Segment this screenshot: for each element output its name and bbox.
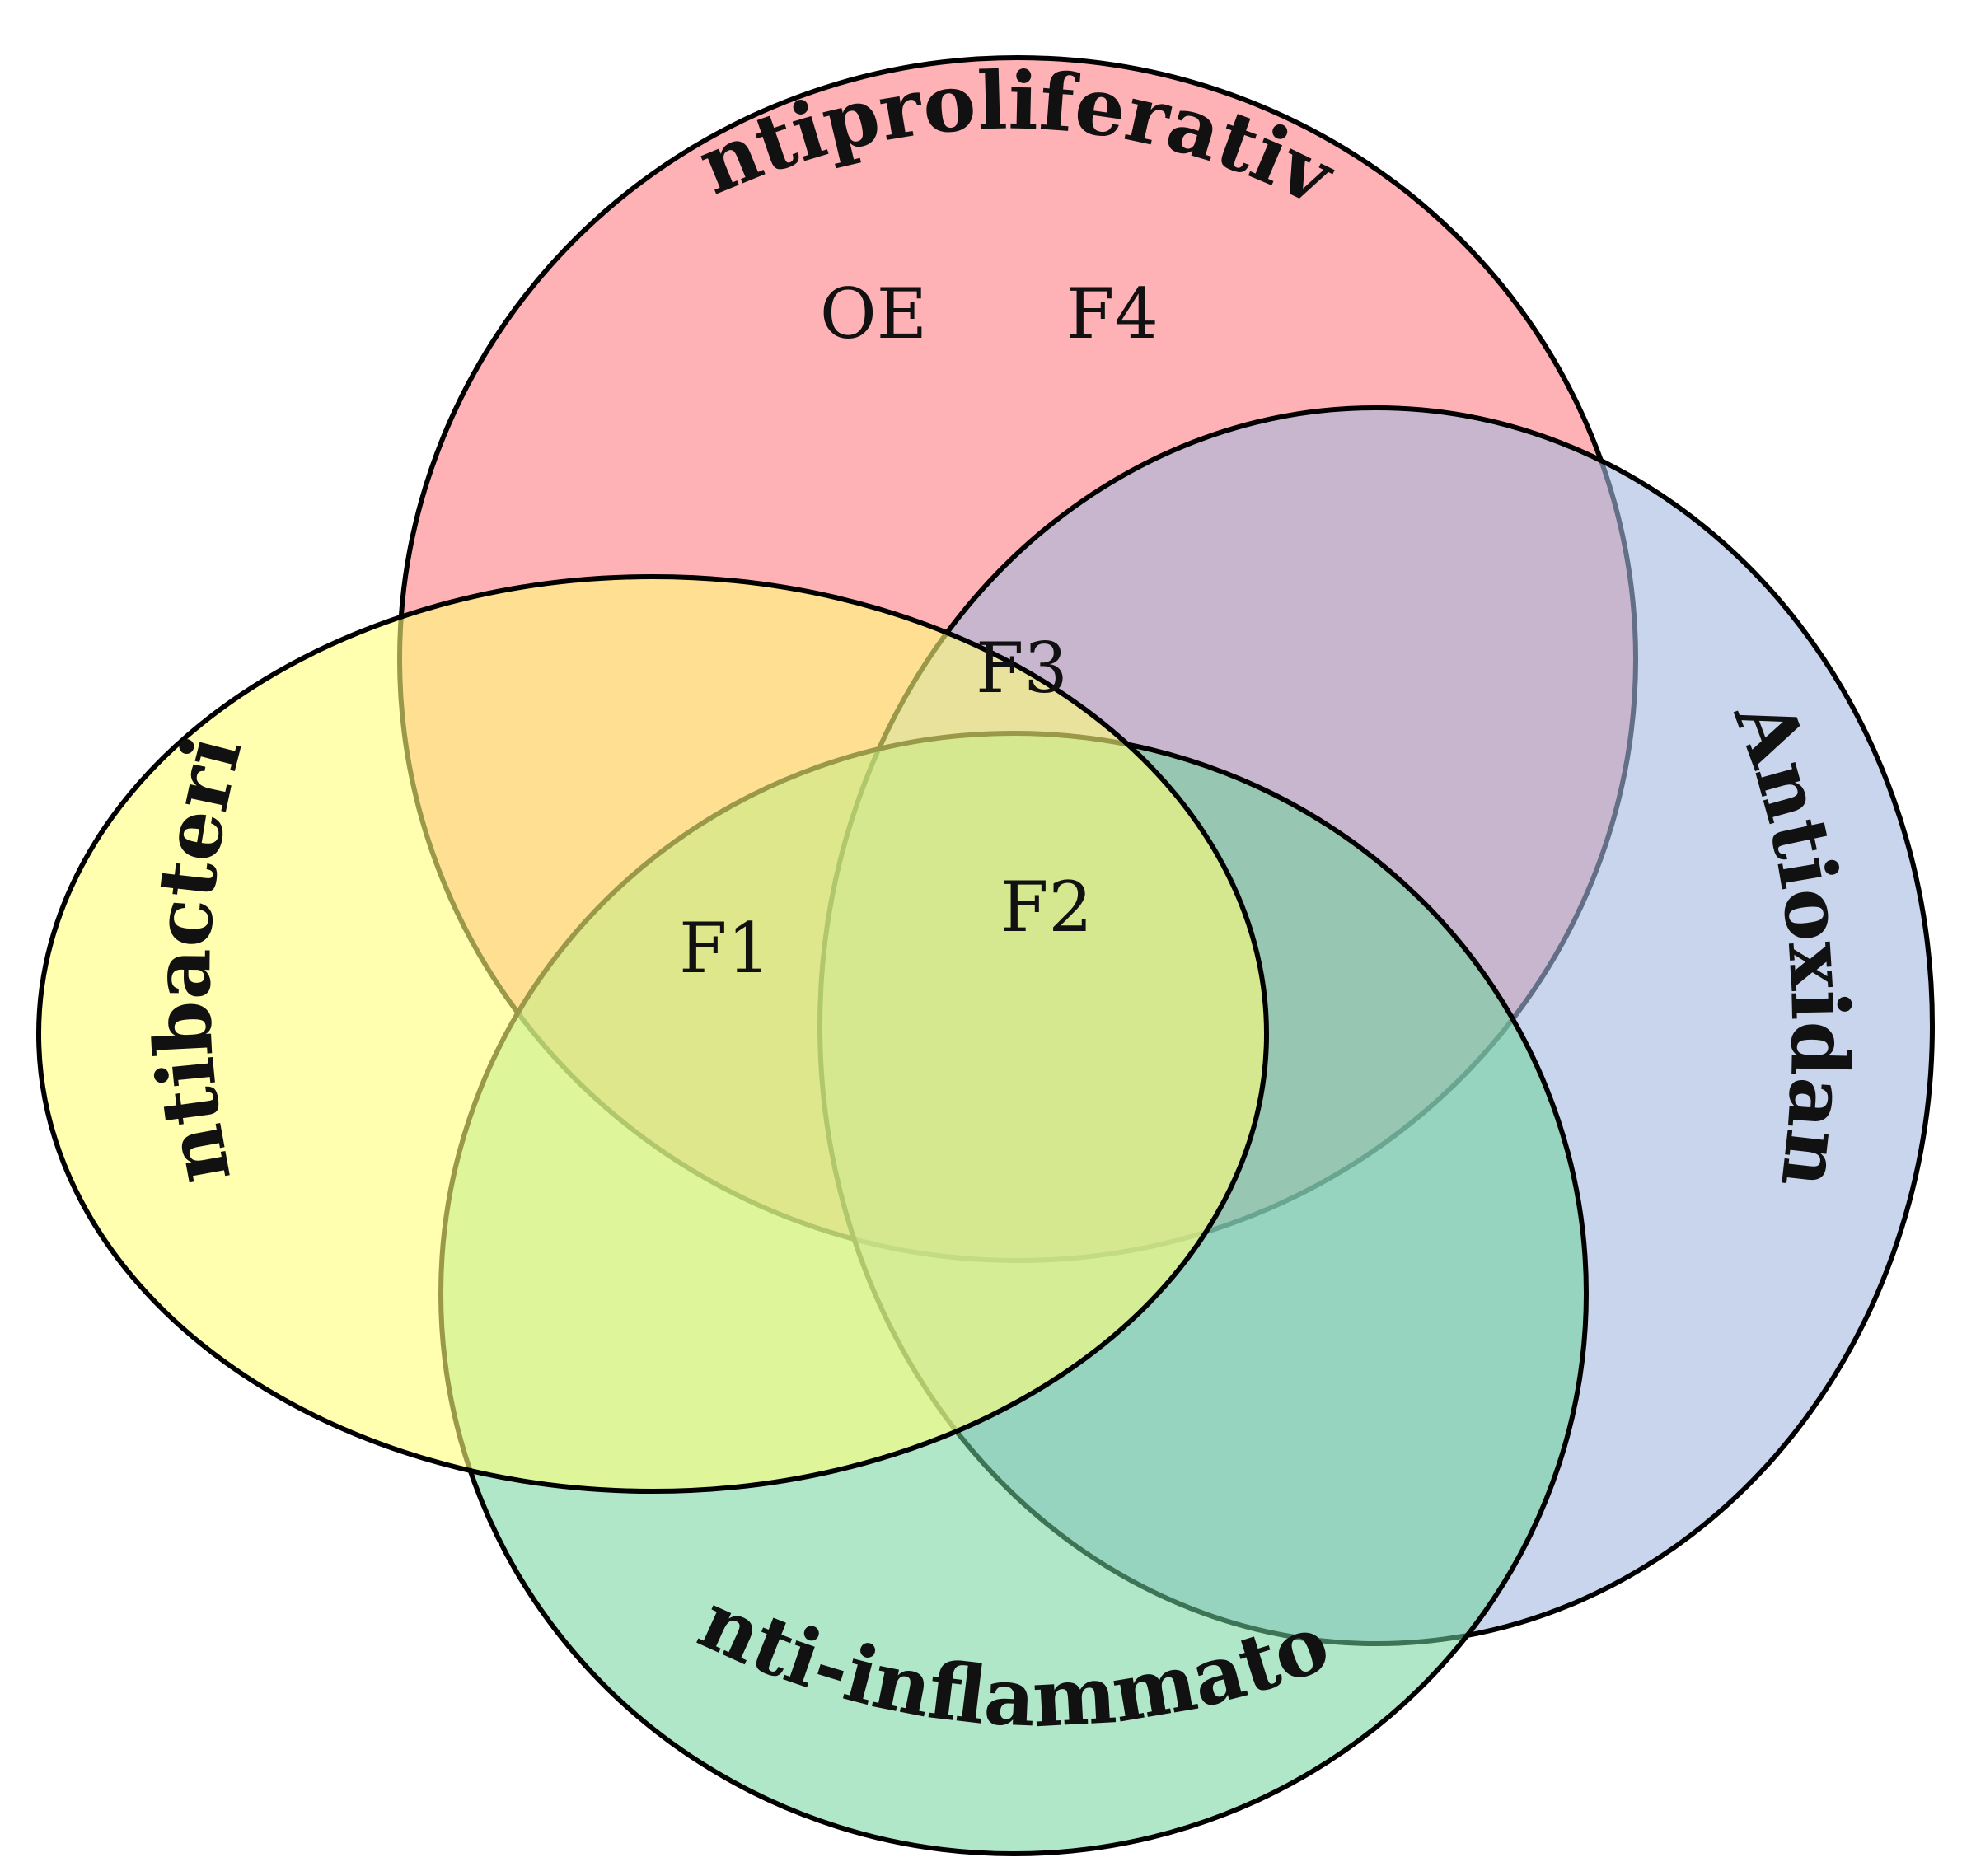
item-f2: F2	[1000, 867, 1093, 947]
item-f4: F4	[1066, 274, 1159, 354]
antibacterial-set	[36, 574, 1269, 1494]
item-oe: OE	[820, 274, 927, 354]
item-f3: F3	[976, 628, 1068, 709]
item-f1: F1	[679, 908, 771, 989]
